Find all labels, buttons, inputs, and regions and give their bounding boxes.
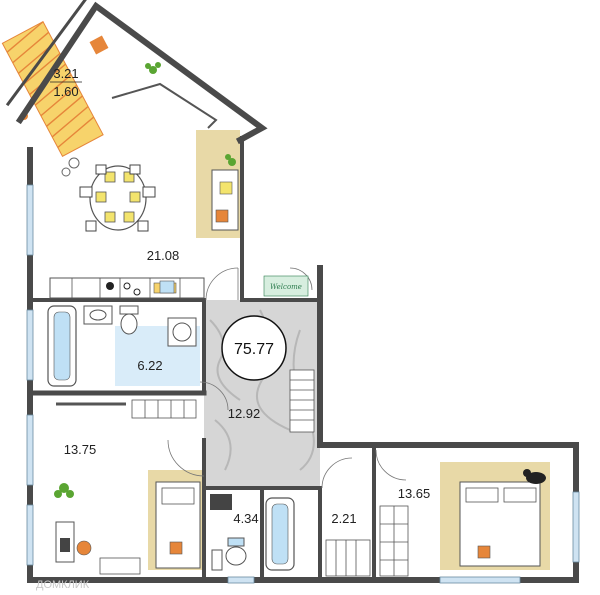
balcony-chair [89, 35, 109, 55]
windows [26, 184, 580, 584]
room-area-hallway: 12.92 [228, 406, 261, 421]
bed-right [459, 481, 541, 567]
sink-small [211, 549, 223, 571]
sofa [211, 169, 239, 231]
kitchen-cabinet [111, 82, 218, 129]
plant-icon [145, 62, 161, 74]
wardrobe-right [379, 505, 409, 577]
sink [83, 305, 113, 325]
cat-icon [523, 469, 546, 484]
bed [155, 481, 201, 569]
wc-shelf [325, 539, 371, 577]
welcome-mat [263, 275, 309, 297]
pot-icon [61, 167, 71, 177]
doors [167, 267, 407, 489]
bathtub-2 [265, 497, 295, 571]
washer-small [210, 494, 232, 510]
balcony-width: 1.60 [53, 84, 78, 99]
total-area-label: 75.77 [234, 341, 274, 358]
bathtub [47, 305, 77, 387]
radiator [99, 557, 141, 575]
total-area-badge [221, 315, 287, 381]
plant-icon [54, 483, 74, 498]
welcome-mat-text: Welcome [270, 283, 302, 291]
balcony-length: 3.21 [53, 66, 78, 81]
room-area-bathroom: 6.22 [137, 358, 162, 373]
plant-icon [225, 154, 236, 166]
room-area-bedroom-small: 4.34 [233, 511, 258, 526]
dining-table [79, 164, 156, 232]
room-area-bedroom-left: 13.75 [64, 442, 97, 457]
toilet [119, 305, 139, 335]
room-area-living-kitchen: 21.08 [147, 248, 180, 263]
kitchen-counter [49, 277, 205, 299]
hallway-veins [209, 309, 315, 471]
toilet-small [225, 537, 247, 566]
watermark: ДОМКЛИК [36, 579, 90, 591]
pot-icon [68, 157, 80, 169]
desk [55, 521, 92, 563]
room-area-wc: 2.21 [331, 511, 356, 526]
hall-wardrobe [289, 369, 315, 433]
wardrobe [131, 399, 197, 419]
washer [167, 317, 197, 347]
room-area-bedroom-right: 13.65 [398, 486, 431, 501]
